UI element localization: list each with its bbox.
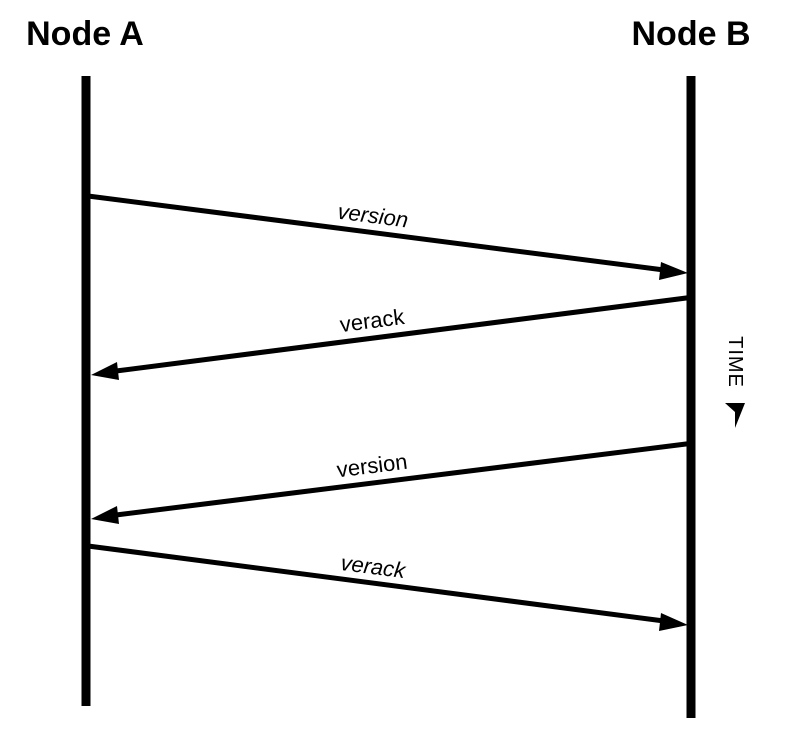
arrow-head — [91, 506, 119, 524]
message-line — [115, 294, 695, 374]
time-indicator: TIME — [724, 336, 746, 428]
message-verack-b-to-a: verack — [91, 294, 695, 380]
message-version-b-to-a: version — [91, 440, 695, 524]
time-label: TIME — [724, 336, 746, 388]
message-line — [87, 193, 665, 273]
time-arrow-icon — [725, 403, 745, 428]
arrow-head — [91, 362, 119, 380]
message-verack-a-to-b: verack — [87, 543, 688, 631]
arrow-head — [659, 613, 688, 631]
message-version-a-to-b: version — [87, 193, 688, 280]
node-a-title: Node A — [26, 15, 144, 53]
message-label: verack — [338, 304, 406, 337]
arrow-head — [659, 262, 688, 280]
node-b-title: Node B — [632, 15, 751, 53]
message-label: version — [335, 449, 408, 483]
message-line — [87, 543, 665, 624]
message-line — [115, 440, 695, 518]
